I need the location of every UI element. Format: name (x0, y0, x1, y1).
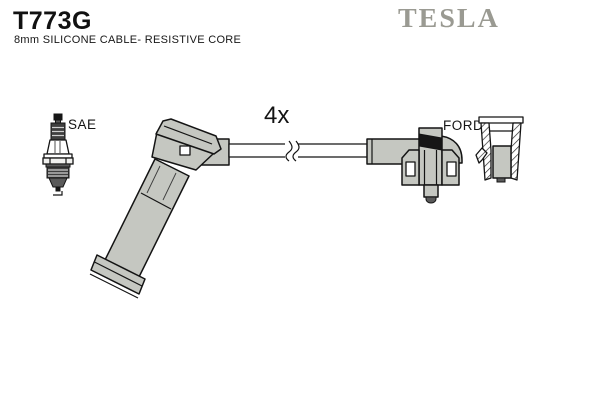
part-description: 8mm SILICONE CABLE- RESISTIVE CORE (14, 34, 242, 46)
ford-connector-icon (366, 127, 463, 204)
quantity-label: 4x (264, 102, 289, 129)
sae-label: SAE (68, 117, 97, 132)
ford-label: FORD (443, 118, 483, 133)
cable-break-icon (285, 140, 300, 162)
brand-logo: TESLA (398, 3, 500, 34)
spark-plug-icon (42, 113, 74, 196)
part-number: T773G (13, 7, 92, 35)
connector-cross-section-icon (475, 116, 524, 183)
boot-and-cable-icon (89, 118, 369, 299)
